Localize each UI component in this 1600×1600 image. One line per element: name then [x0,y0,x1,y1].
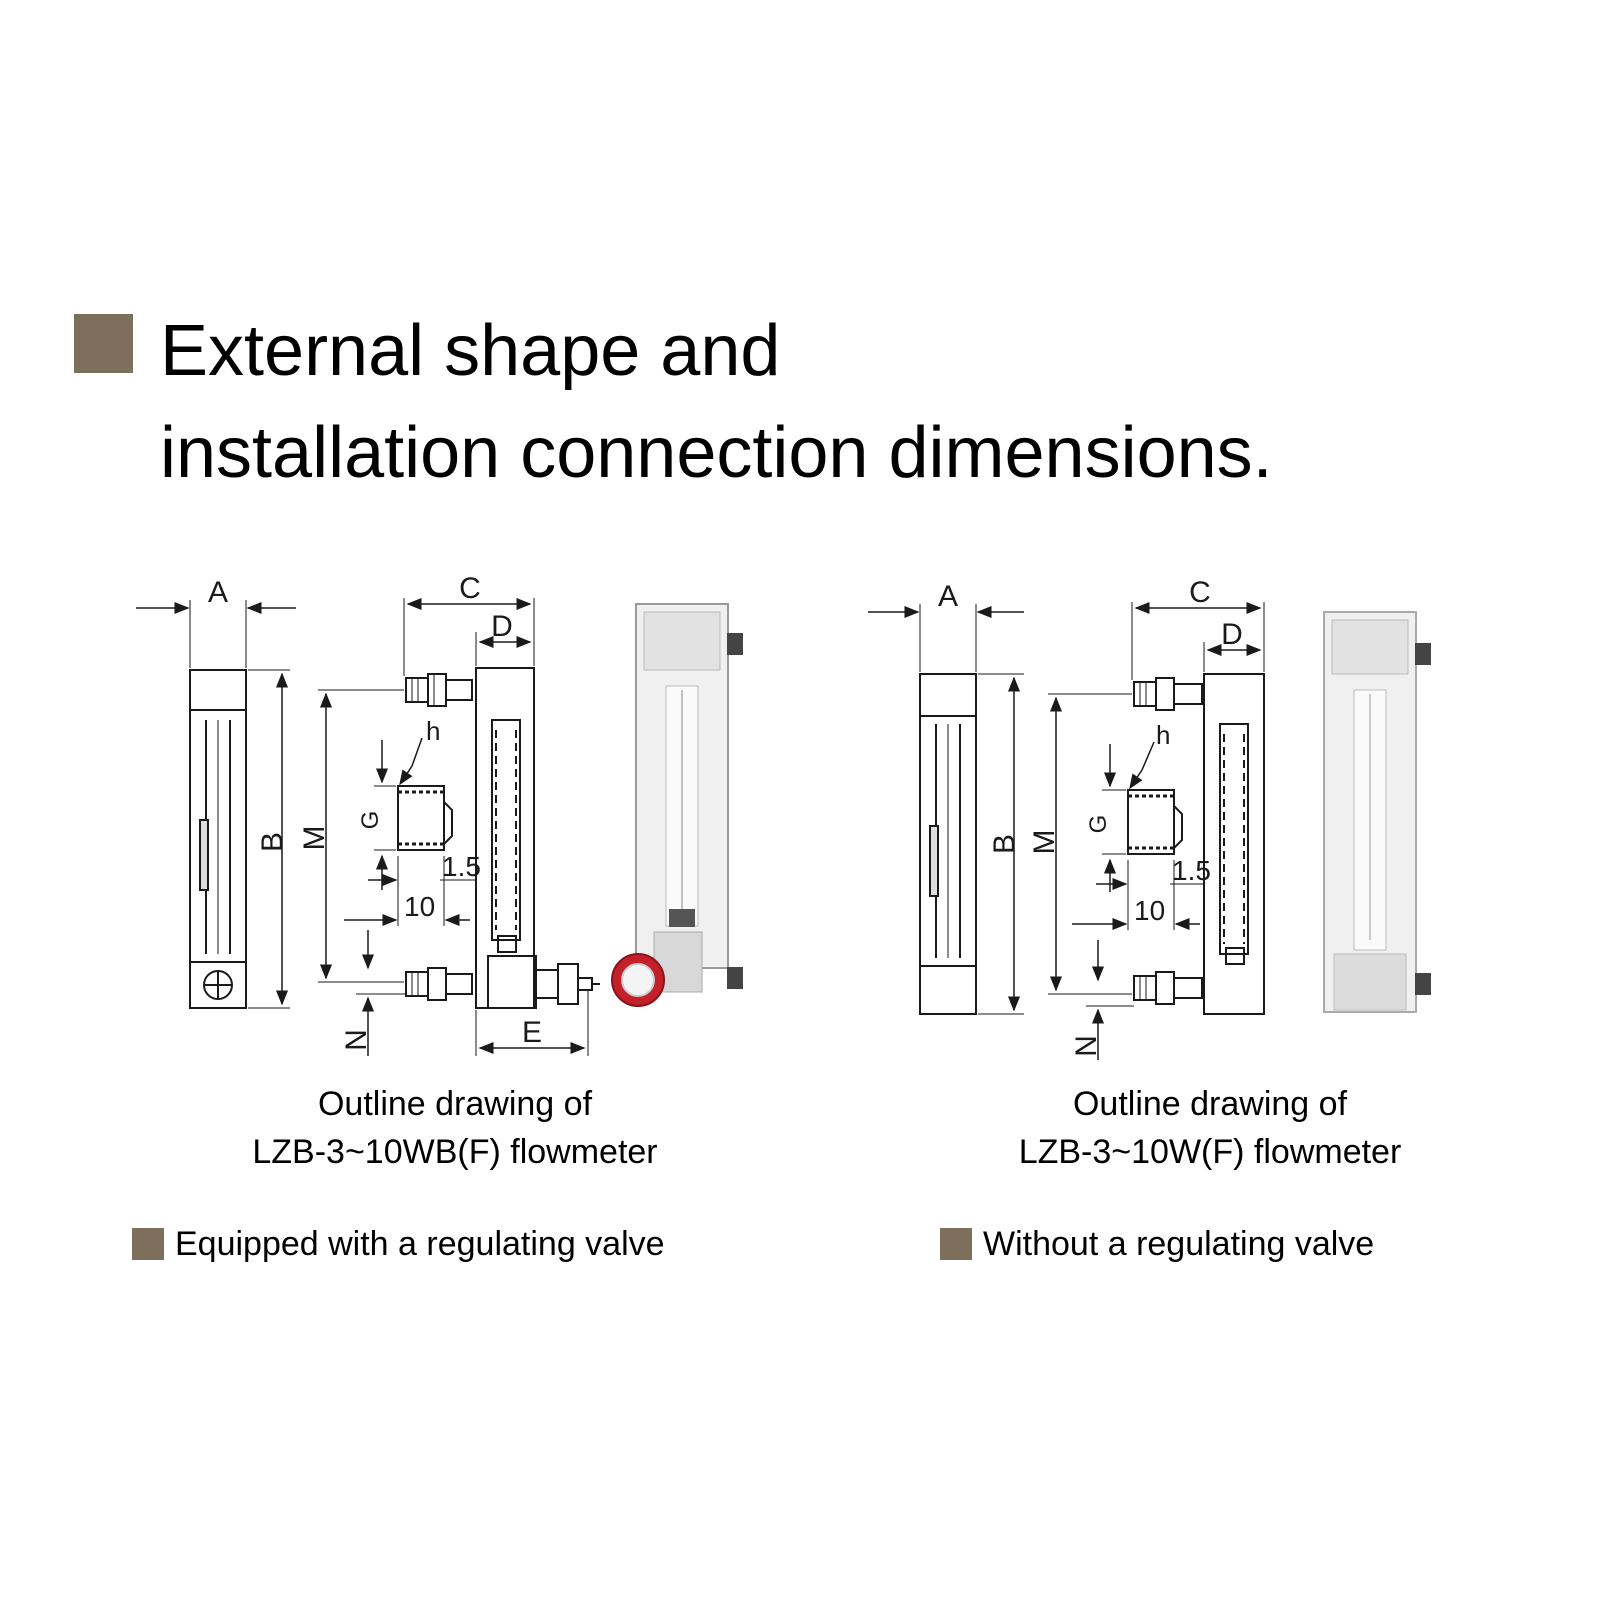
left-caption-line-1: Outline drawing of [317,1085,593,1123]
left-caption: Outline drawing of LZB-3~10WB(F) flowmet… [200,1080,710,1176]
dim-label-c: C [1189,576,1211,609]
dim-label-d: D [1221,618,1243,651]
left-caption-line-2: LZB-3~10WB(F) flowmeter [252,1133,658,1171]
dim-label-m: M [1028,830,1061,855]
dim-label-1-5: 1.5 [1172,855,1211,886]
right-note-text: Without a regulating valve [983,1225,1375,1263]
dim-label-g: G [1085,815,1112,834]
dim-label-h: h [1156,720,1170,750]
heading-text: External shape and installation connecti… [160,300,1460,504]
front-view [868,604,1024,1015]
right-caption: Outline drawing of LZB-3~10W(F) flowmete… [960,1080,1460,1176]
note-marker [132,1228,164,1260]
note-marker [940,1228,972,1260]
dim-label-c: C [459,572,481,605]
outline-drawing-with-valve: A B C D M N E G h 1.5 10 [136,572,743,1056]
dim-label-n: N [340,1029,373,1051]
heading-marker [74,314,133,373]
flowmeter-photo-with-valve [611,603,743,1007]
heading-line-2: installation connection dimensions. [160,413,1273,493]
dim-label-b: B [988,834,1021,854]
dim-label-m: M [298,826,331,851]
flowmeter-without-valve-diagram: A B C D M N G h 1.5 10 [864,570,1484,1090]
dim-label-n: N [1070,1035,1103,1057]
outline-drawing-without-valve: A B C D M N G h 1.5 10 [868,576,1431,1060]
dim-label-1-5: 1.5 [442,851,481,882]
dim-label-a: A [938,580,958,613]
dim-label-e: E [522,1016,542,1049]
dim-label-10: 10 [404,891,435,922]
dim-label-b: B [256,832,289,852]
left-note-text: Equipped with a regulating valve [175,1225,665,1263]
right-caption-line-2: LZB-3~10W(F) flowmeter [1018,1133,1402,1171]
dim-label-d: D [491,610,513,643]
heading-line-1: External shape and [160,311,781,391]
side-view [1048,602,1265,1060]
dim-label-g: G [357,811,384,830]
flowmeter-with-valve-diagram: A B C D M N E G h 1.5 10 [130,570,770,1090]
right-caption-line-1: Outline drawing of [1072,1085,1348,1123]
front-view [136,600,296,1009]
dim-label-10: 10 [1134,895,1165,926]
dim-label-a: A [208,576,228,609]
dim-label-h: h [426,716,440,746]
side-view [318,598,600,1056]
flowmeter-photo-without-valve [1323,611,1431,1013]
